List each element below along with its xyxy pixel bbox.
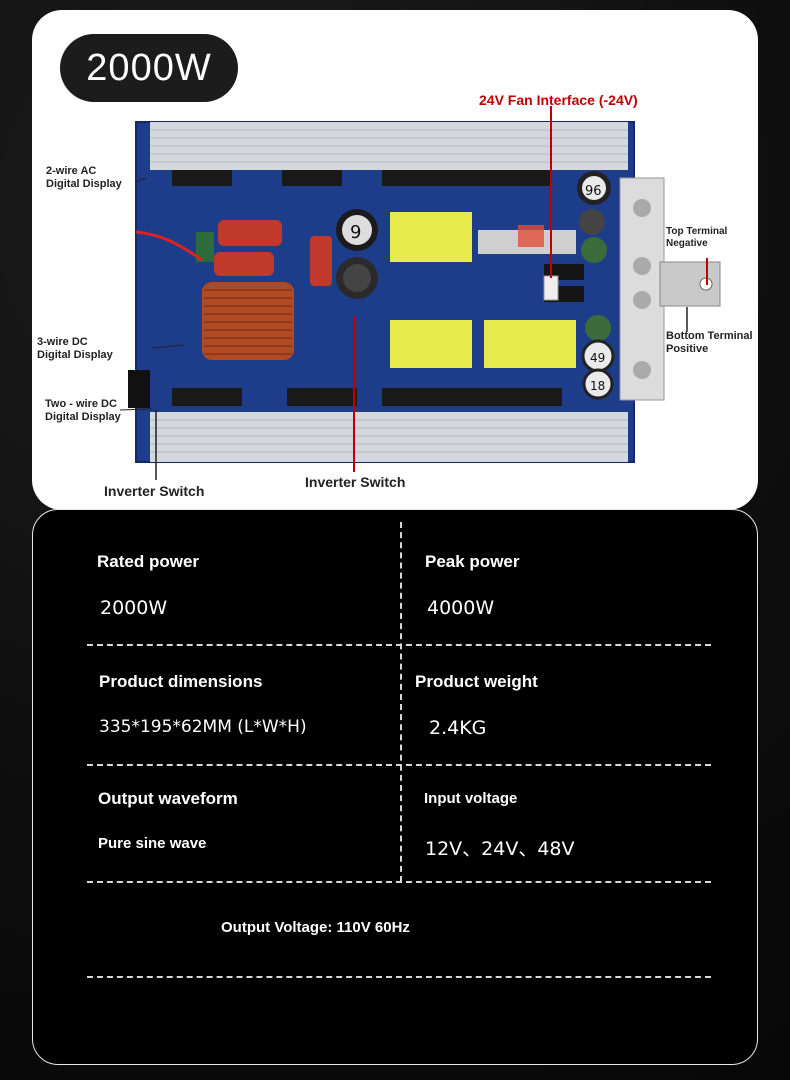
capacitor-49-label: 49 [590, 351, 605, 365]
ac-display-line-2: Digital Display [46, 178, 122, 191]
specifications-card: Rated power 2000W Peak power 4000W Produ… [32, 509, 758, 1065]
capacitor-96-label: 96 [585, 184, 602, 199]
dc2-display-line-2: Digital Display [45, 411, 121, 424]
film-capacitor [310, 236, 332, 286]
output-voltage-text: Output Voltage: 110V 60Hz [221, 919, 410, 936]
dc3-display-line-2: Digital Display [37, 349, 113, 362]
product-image-card: 9 96 49 18 [32, 10, 758, 510]
inverter-switch-left-callout: Inverter Switch [104, 483, 205, 499]
film-capacitor [214, 252, 274, 276]
film-capacitor [218, 220, 282, 246]
capacitor-1-label: 9 [350, 222, 361, 243]
power-badge: 2000W [60, 34, 238, 102]
input-voltage-value: 12V、24V、48V [425, 838, 575, 860]
rated-power-label: Rated power [97, 552, 200, 571]
waveform-value: Pure sine wave [98, 835, 207, 852]
toroid-coil [202, 282, 294, 360]
row-divider [87, 881, 711, 883]
ac-display-callout: 2-wire AC Digital Display [46, 165, 122, 191]
input-voltage-label: Input voltage [424, 790, 518, 807]
bottom-terminal-callout: Bottom Terminal Positive [666, 330, 753, 356]
rated-power-value: 2000W [100, 597, 168, 619]
display-connector [128, 370, 150, 408]
column-divider [400, 522, 402, 882]
capacitor-18 [582, 368, 614, 400]
mosfet-row-top [172, 170, 552, 186]
top-terminal-callout: Top Terminal Negative [666, 226, 727, 250]
inductor [196, 232, 214, 262]
transformer [484, 320, 576, 368]
transformer [390, 320, 472, 368]
weight-label: Product weight [415, 672, 538, 691]
top-terminal-line-2: Negative [666, 238, 708, 249]
bottom-terminal-line-1: Bottom Terminal [666, 330, 753, 342]
row-divider [87, 764, 711, 766]
waveform-label: Output waveform [98, 789, 238, 808]
bottom-terminal-line-2: Positive [666, 343, 709, 356]
inverter-board-illustration: 9 96 49 18 [119, 106, 721, 480]
weight-value: 2.4KG [429, 717, 487, 739]
peak-power-value: 4000W [427, 597, 495, 619]
dc3-display-line-1: 3-wire DC [37, 336, 88, 348]
peak-power-label: Peak power [425, 552, 520, 571]
dimensions-label: Product dimensions [99, 672, 263, 691]
mosfet-row-bottom [172, 388, 562, 406]
dc3-display-callout: 3-wire DC Digital Display [37, 336, 113, 362]
inverter-switch-center-callout: Inverter Switch [305, 474, 406, 490]
dimensions-value: 335*195*62MM (L*W*H) [99, 717, 307, 737]
transformer [390, 212, 472, 262]
top-terminal-line-1: Top Terminal [666, 226, 728, 237]
fan-interface-callout: 24V Fan Interface (-24V) [479, 92, 638, 108]
ac-display-line-1: 2-wire AC [46, 165, 97, 177]
row-divider [87, 644, 711, 646]
row-divider [87, 976, 711, 978]
capacitor-18-label: 18 [590, 379, 605, 393]
dc2-display-line-1: Two - wire DC [45, 398, 117, 410]
dc2-display-callout: Two - wire DC Digital Display [45, 398, 121, 424]
